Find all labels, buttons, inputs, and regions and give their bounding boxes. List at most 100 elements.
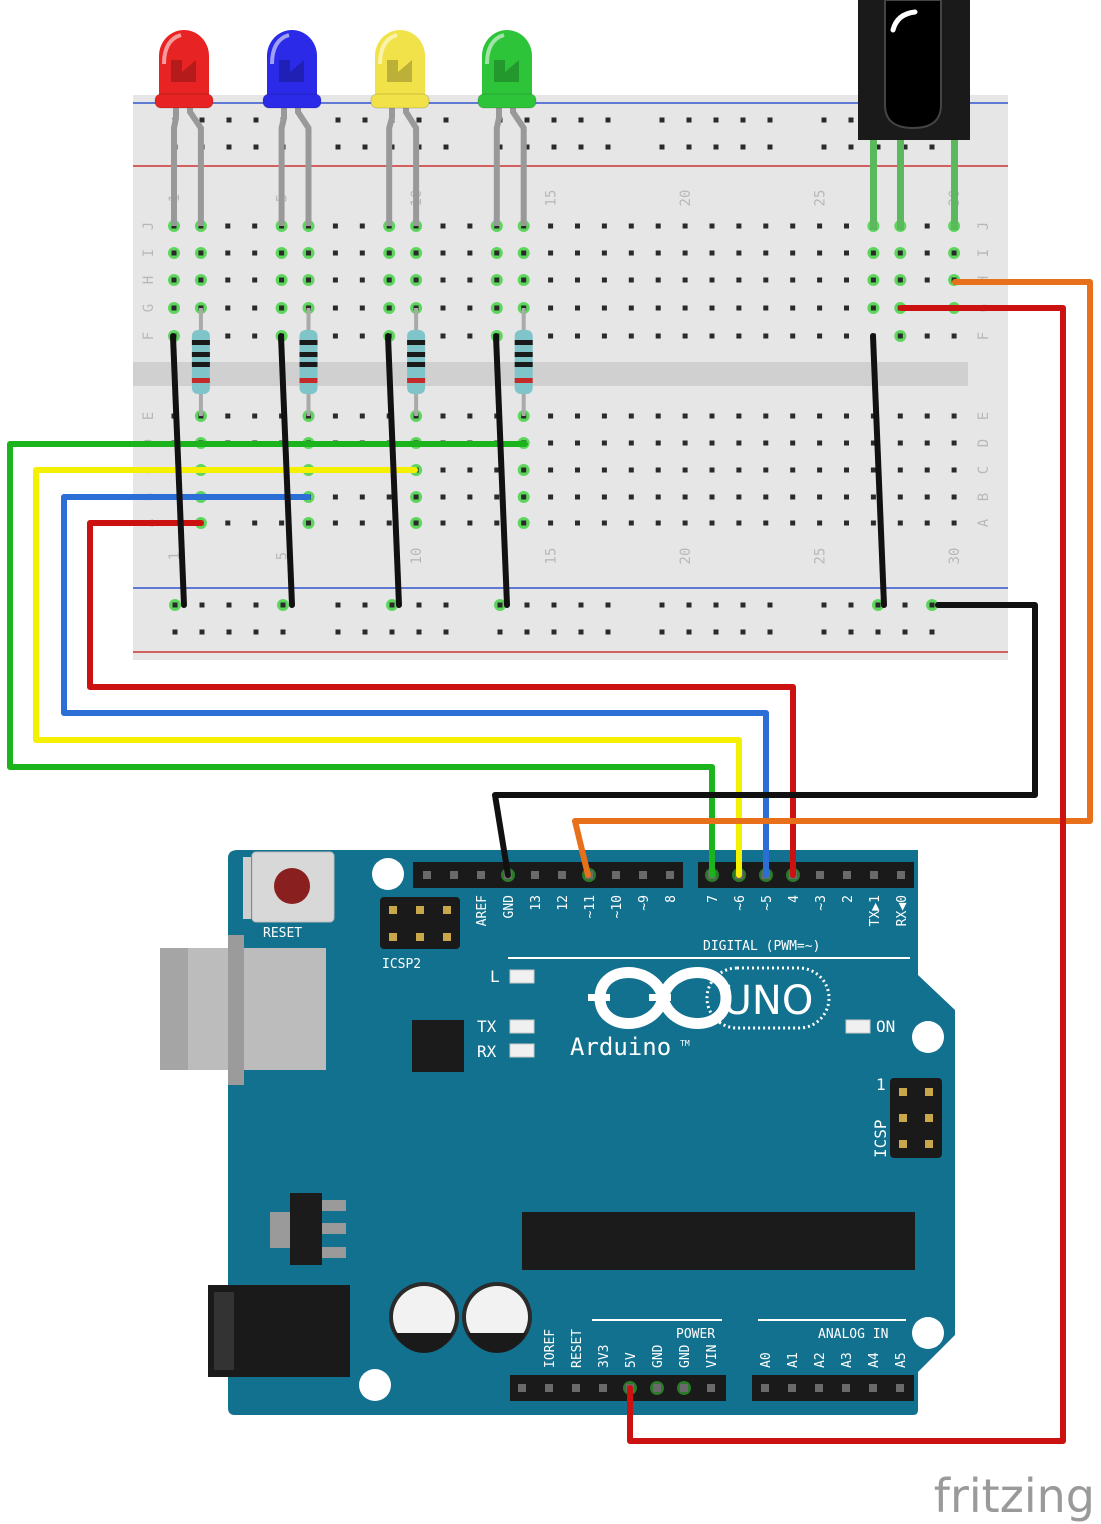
breadboard-hole [575, 413, 580, 419]
power-pin[interactable] [653, 1384, 661, 1392]
breadboard-hole [521, 277, 527, 283]
digital-pin[interactable] [423, 871, 431, 879]
led-die [171, 60, 196, 82]
breadboard-hole [413, 494, 419, 500]
icsp-pin [899, 1140, 907, 1148]
breadboard-hole [521, 467, 527, 473]
breadboard-hole [682, 520, 688, 526]
analog-pin[interactable] [869, 1384, 877, 1392]
jumper-black-ir-receiver [870, 333, 887, 608]
row-letter: I [141, 249, 157, 257]
breadboard-hole [548, 413, 554, 419]
breadboard-hole [332, 250, 338, 256]
icsp-pin [925, 1114, 933, 1122]
rail-hole [605, 144, 611, 150]
breadboard-hole [763, 277, 769, 283]
power-pin-label: 3V3 [597, 1345, 612, 1368]
led-dome [267, 30, 317, 102]
breadboard-hole [682, 277, 688, 283]
reset-label: RESET [263, 926, 302, 941]
breadboard-hole [682, 440, 688, 446]
breadboard-hole [655, 440, 661, 446]
breadboard-hole [763, 333, 769, 339]
breadboard-hole [682, 467, 688, 473]
breadboard-hole [897, 467, 903, 473]
breadboard-hole [548, 440, 554, 446]
breadboard-hole [924, 413, 930, 419]
power-pin[interactable] [545, 1384, 553, 1392]
digital-pin[interactable] [450, 871, 458, 879]
digital-pin[interactable] [666, 871, 674, 879]
resistors [191, 308, 533, 416]
breadboard-hole [494, 494, 500, 500]
icsp-pin [925, 1140, 933, 1148]
breadboard-hole [817, 440, 823, 446]
analog-pin[interactable] [842, 1384, 850, 1392]
breadboard-hole [467, 520, 473, 526]
digital-pin[interactable] [531, 871, 539, 879]
column-number: 15 [544, 190, 560, 207]
rail-hole [253, 144, 259, 150]
power-pin[interactable] [680, 1384, 688, 1392]
digital-pin[interactable] [477, 871, 485, 879]
breadboard-hole [279, 520, 285, 526]
breadboard-hole [359, 520, 365, 526]
analog-pin[interactable] [896, 1384, 904, 1392]
row-letter: E [141, 412, 157, 420]
icsp2-pin [389, 906, 397, 914]
led-highlight [270, 33, 290, 65]
digital-pin[interactable] [558, 871, 566, 879]
ir-lead [870, 138, 877, 230]
breadboard-hole [817, 494, 823, 500]
analog-pin[interactable] [815, 1384, 823, 1392]
breadboard-hole [521, 520, 527, 526]
breadboard-hole [736, 333, 742, 339]
digital-pin[interactable] [639, 871, 647, 879]
rail-hole [659, 144, 665, 150]
row-letter: D [976, 439, 992, 447]
rail-hole [172, 629, 178, 635]
breadboard-hole [279, 305, 285, 311]
led-highlight [162, 33, 182, 65]
digital-pin[interactable] [870, 871, 878, 879]
wire-blue-pin5 [61, 494, 769, 878]
breadboard-hole [306, 277, 311, 283]
resistor-band [299, 340, 318, 345]
digital-pin[interactable] [816, 871, 824, 879]
power-pin[interactable] [707, 1384, 715, 1392]
power-pin[interactable] [518, 1384, 526, 1392]
blue-led [262, 30, 322, 226]
column-number: 20 [678, 190, 694, 207]
digital-pin-label: 13 [529, 895, 544, 911]
breadboard-hole [521, 250, 527, 256]
breadboard-hole [655, 223, 661, 229]
icsp-pin [925, 1088, 933, 1096]
rail-hole [226, 144, 232, 150]
analog-pin[interactable] [761, 1384, 769, 1392]
digital-pin[interactable] [843, 871, 851, 879]
breadboard-hole [332, 305, 338, 311]
wire-red-5v [627, 305, 1066, 1444]
column-number: 1 [167, 552, 183, 560]
icsp2-header [380, 897, 460, 949]
rail-hole [767, 117, 773, 123]
mount-hole [912, 1317, 944, 1349]
reset-button-cap[interactable] [274, 868, 310, 904]
digital-pin[interactable] [897, 871, 905, 879]
digital-pin[interactable] [612, 871, 620, 879]
rail-hole [226, 602, 232, 608]
breadboard-hole [575, 250, 580, 256]
breadboard-hole [817, 223, 823, 229]
red-led [154, 30, 214, 226]
power-pin[interactable] [599, 1384, 607, 1392]
breadboard-hole [628, 305, 634, 311]
power-pin-label: IOREF [543, 1329, 558, 1368]
rail-hole [659, 117, 665, 123]
analog-pin[interactable] [788, 1384, 796, 1392]
rail-hole [821, 144, 827, 150]
breadboard-hole [575, 305, 580, 311]
row-letter: E [976, 412, 992, 420]
breadboard-hole [171, 277, 177, 283]
power-pin[interactable] [572, 1384, 580, 1392]
column-number: 30 [947, 548, 963, 565]
